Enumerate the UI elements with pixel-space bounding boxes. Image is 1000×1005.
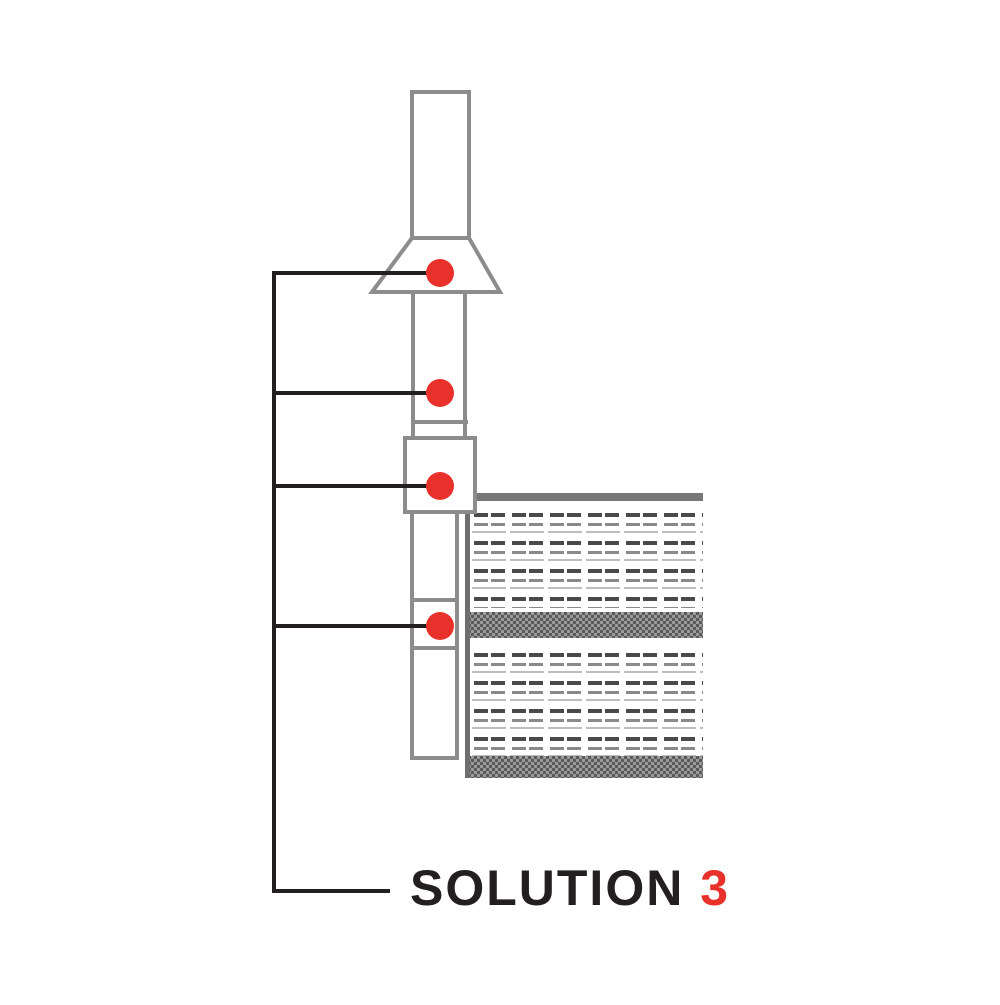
marker-joint-dot: [426, 612, 454, 640]
marker-funnel-dot: [426, 259, 454, 287]
marker-pipe-middle-dot: [426, 379, 454, 407]
pipe-top-section: [410, 90, 471, 240]
caption-label: SOLUTION: [410, 860, 685, 916]
markers: [426, 259, 454, 640]
vent-grid-lower: [465, 648, 703, 756]
vent-grid-upper: [465, 508, 703, 608]
callout-bracket: [272, 271, 438, 893]
vent-band-middle: [465, 612, 703, 638]
pipe-upper-section: [411, 290, 467, 442]
caption-number: 3: [700, 860, 731, 916]
chimney-pipe: [368, 90, 504, 760]
bracket-main-line: [272, 271, 438, 893]
vent-band-bottom: [465, 756, 703, 778]
marker-coupling-dot: [426, 472, 454, 500]
vent-panel-left-edge: [465, 501, 470, 778]
vent-panel-top-edge: [465, 493, 703, 501]
solution-caption: SOLUTION 3: [410, 858, 730, 918]
vent-panel: [465, 493, 703, 778]
